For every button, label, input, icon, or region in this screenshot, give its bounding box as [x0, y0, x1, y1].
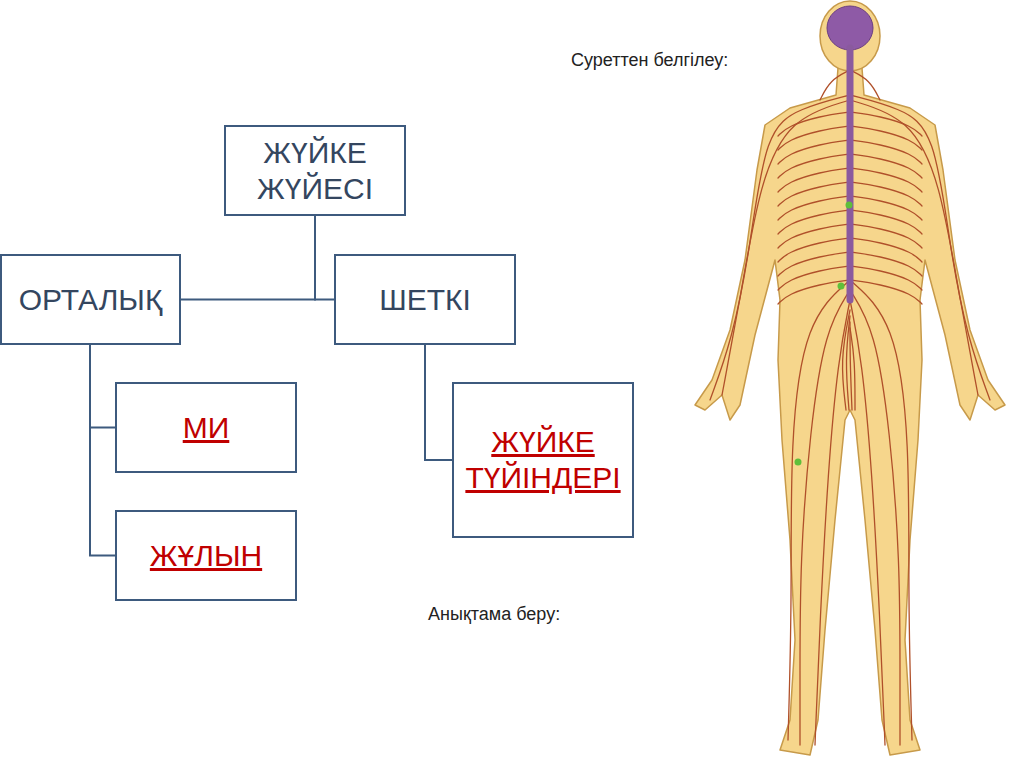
- nerve: [850, 328, 855, 410]
- ganglion: [846, 202, 853, 209]
- nerve: [778, 280, 850, 304]
- node-text: ЖҮЙКЕ ЖҮЙЕСІ: [234, 135, 396, 207]
- prompt-label: Анықтама беру:: [428, 604, 560, 625]
- nerve: [850, 290, 900, 745]
- nerve: [850, 280, 922, 304]
- prompt-label: Суреттен белгілеу:: [571, 50, 728, 71]
- nerve: [722, 100, 850, 395]
- nerve: [850, 70, 880, 100]
- branch-box: ОРТАЛЫҚ: [0, 254, 181, 345]
- node-text: ОРТАЛЫҚ: [19, 282, 163, 318]
- brain: [827, 6, 873, 50]
- leaf-box: ЖҰЛЫН: [115, 510, 297, 601]
- tree-connector: [90, 345, 115, 556]
- root-box: ЖҮЙКЕ ЖҮЙЕСІ: [224, 125, 406, 216]
- node-text: МИ: [183, 410, 230, 446]
- nerve: [843, 310, 850, 410]
- node-text: ЖҰЛЫН: [150, 538, 262, 574]
- nerve: [850, 95, 990, 400]
- tree-connector: [90, 345, 115, 428]
- node-text: ЖҮЙКЕ ТҮЙІНДЕРІ: [462, 424, 624, 496]
- ganglion: [838, 283, 845, 290]
- nerve: [820, 70, 850, 100]
- tree-connector: [425, 345, 452, 460]
- ganglion: [795, 459, 802, 466]
- leaf-box: ЖҮЙКЕ ТҮЙІНДЕРІ: [452, 382, 634, 538]
- nerve: [710, 95, 850, 400]
- nerve: [815, 300, 850, 745]
- tree-connector: [181, 216, 315, 300]
- nerve: [800, 290, 850, 745]
- nerve: [850, 100, 978, 395]
- leaf-box: МИ: [115, 382, 297, 473]
- spinal-cord: [847, 48, 854, 300]
- nerve: [850, 300, 885, 745]
- tree-connector: [315, 216, 334, 300]
- node-text: ШЕТКІ: [379, 282, 471, 318]
- branch-box: ШЕТКІ: [334, 254, 516, 345]
